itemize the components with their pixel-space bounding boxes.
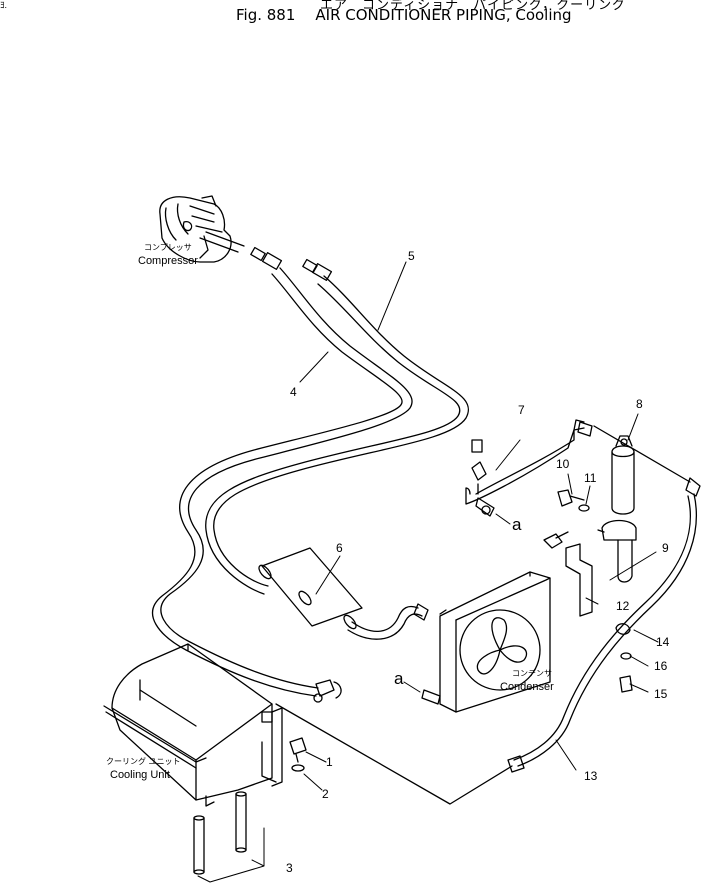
figure-title-text: AIR CONDITIONER PIPING, Cooling bbox=[315, 6, 572, 24]
callout-13: 13 bbox=[584, 769, 598, 783]
callout-16: 16 bbox=[654, 659, 668, 673]
bolt-15 bbox=[619, 675, 633, 693]
condenser-label: Condenser bbox=[500, 681, 554, 693]
hose-4 bbox=[151, 267, 413, 697]
callout-3: 3 bbox=[286, 861, 293, 875]
callout-5: 5 bbox=[408, 249, 415, 263]
callout-9: 9 bbox=[662, 541, 669, 555]
callout-11: 11 bbox=[584, 471, 597, 485]
japanese-title: エア コンディショナ パイピング，クーリング bbox=[320, 0, 627, 13]
washer-11 bbox=[578, 504, 590, 512]
cooling-unit-fitting bbox=[313, 679, 342, 703]
bracket-9 bbox=[597, 519, 637, 583]
washer-2 bbox=[291, 764, 305, 772]
compressor-fitting-left bbox=[250, 246, 283, 270]
cooling-unit-label-jp: クーリング ユニット bbox=[106, 756, 181, 766]
receiver-outlet-pipe bbox=[593, 425, 701, 497]
bracket-bolt bbox=[543, 531, 569, 549]
callout-15: 15 bbox=[654, 687, 668, 701]
bracket-12 bbox=[565, 543, 593, 617]
callout-12: 12 bbox=[616, 599, 630, 613]
callout-4: 4 bbox=[290, 385, 297, 399]
callout-1: 1 bbox=[326, 755, 333, 769]
reference-a-lower: a bbox=[394, 669, 404, 688]
pipe-7-lower-fitting bbox=[475, 497, 495, 517]
condenser bbox=[439, 571, 551, 713]
callout-10: 10 bbox=[556, 457, 570, 471]
callout-14: 14 bbox=[656, 635, 670, 649]
reference-a-upper: a bbox=[512, 515, 522, 534]
leader-lines bbox=[197, 261, 659, 883]
drain-hoses-3 bbox=[193, 791, 247, 875]
compressor-label-jp: コンプレッサ bbox=[144, 243, 192, 252]
condenser-inlet-pipe bbox=[347, 603, 429, 640]
corner-mark: ﾖ. bbox=[0, 0, 8, 10]
condenser-fitting-lower bbox=[421, 689, 441, 705]
callout-7: 7 bbox=[518, 403, 525, 417]
pipe-7 bbox=[465, 419, 593, 505]
cooling-unit bbox=[103, 643, 283, 807]
receiver-drier-8 bbox=[611, 435, 635, 515]
bolt-10 bbox=[557, 489, 585, 507]
callout-2: 2 bbox=[322, 787, 329, 801]
callout-8: 8 bbox=[636, 397, 643, 411]
cooling-unit-label: Cooling Unit bbox=[110, 769, 170, 781]
bolt-1 bbox=[289, 737, 307, 763]
compressor bbox=[159, 195, 245, 263]
protector-sleeve-6 bbox=[258, 547, 363, 630]
condenser-label-jp: コンデンサ bbox=[512, 668, 552, 678]
pipe-13 bbox=[507, 493, 697, 773]
callout-6: 6 bbox=[336, 541, 343, 555]
hose-5 bbox=[205, 275, 469, 595]
compressor-label: Compressor bbox=[138, 255, 198, 267]
figure-title: Fig. 881 AIR CONDITIONER PIPING, Cooling bbox=[236, 6, 572, 24]
compressor-fitting-right bbox=[302, 258, 333, 281]
figure-number: Fig. 881 bbox=[236, 6, 296, 24]
connection-line bbox=[275, 703, 513, 805]
